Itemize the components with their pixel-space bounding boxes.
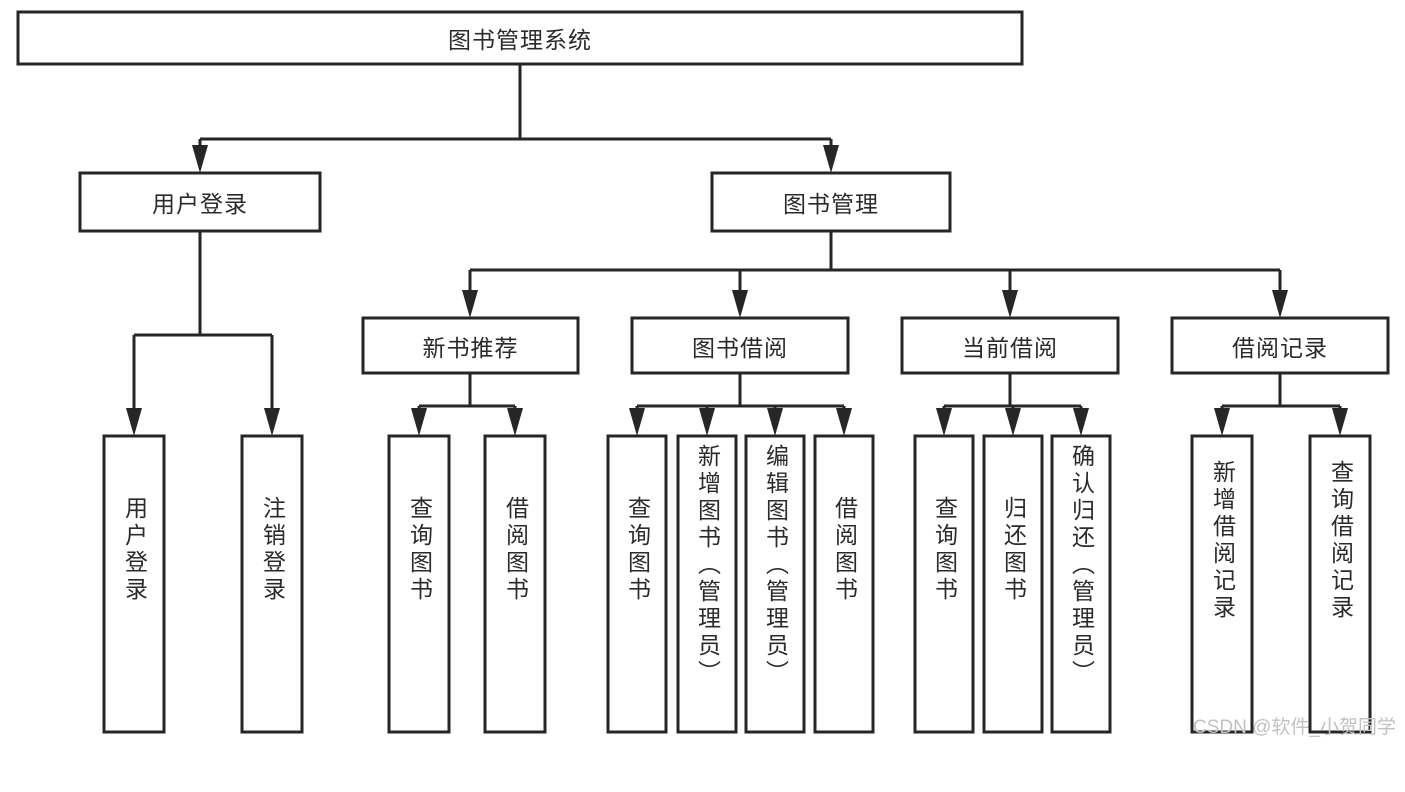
arrow-head-leaf-query-book-3 xyxy=(936,408,952,436)
arrow-head-leaf-borrow-book-2 xyxy=(836,408,852,436)
arrow-head-leaf-confirm-return xyxy=(1073,408,1089,436)
node-borrow-record[interactable] xyxy=(1170,316,1390,375)
arrow-head-leaf-edit-book xyxy=(767,408,783,436)
node-leaf-add-book[interactable] xyxy=(676,434,738,734)
node-leaf-query-record[interactable] xyxy=(1308,434,1372,734)
org-chart-svg xyxy=(16,10,1390,734)
node-leaf-user-login[interactable] xyxy=(102,434,166,734)
arrow-head-userlogin xyxy=(192,145,208,173)
node-root[interactable] xyxy=(16,10,1024,66)
node-leaf-query-book-1[interactable] xyxy=(387,434,451,734)
arrow-head-leaf-add-book xyxy=(699,408,715,436)
csdn-watermark: CSDN @软件_小贺同学 xyxy=(1193,717,1396,738)
arrow-head-leaf-user-login xyxy=(126,408,142,436)
connector-group-root xyxy=(192,64,839,173)
arrow-head-leaf-query-book-1 xyxy=(411,408,427,436)
connector-group-current-borrow xyxy=(936,373,1089,436)
arrow-head-current-borrow xyxy=(1002,290,1018,318)
node-book-borrow[interactable] xyxy=(630,316,850,375)
diagram-canvas: 图书管理系统 用户登录 图书管理 新书推荐 图书借阅 当前借阅 借阅记录 用户登… xyxy=(16,10,1396,738)
node-book-manage[interactable] xyxy=(710,171,952,233)
node-leaf-return-book[interactable] xyxy=(982,434,1044,734)
node-leaf-borrow-book-1[interactable] xyxy=(483,434,547,734)
connector-group-borrow-record xyxy=(1214,373,1348,436)
arrow-head-leaf-query-record xyxy=(1332,408,1348,436)
arrow-head-borrow-record xyxy=(1272,290,1288,318)
arrow-head-new-book-rec xyxy=(462,290,478,318)
arrow-head-leaf-add-record xyxy=(1214,408,1230,436)
node-leaf-logout[interactable] xyxy=(240,434,304,734)
node-new-book-rec[interactable] xyxy=(361,316,580,375)
node-leaf-confirm-return[interactable] xyxy=(1050,434,1112,734)
node-leaf-query-book-2[interactable] xyxy=(606,434,668,734)
node-user-login[interactable] xyxy=(78,171,322,233)
arrow-head-leaf-borrow-book-1 xyxy=(507,408,523,436)
arrow-head-bookmanage xyxy=(823,145,839,173)
arrow-head-leaf-query-book-2 xyxy=(629,408,645,436)
connector-group-book-borrow xyxy=(629,373,852,436)
node-leaf-query-book-3[interactable] xyxy=(913,434,975,734)
node-current-borrow[interactable] xyxy=(900,316,1120,375)
node-leaf-edit-book[interactable] xyxy=(744,434,806,734)
connector-group-new-book-rec xyxy=(411,373,523,436)
arrow-head-leaf-return-book xyxy=(1005,408,1021,436)
node-leaf-borrow-book-2[interactable] xyxy=(813,434,875,734)
arrow-head-book-borrow xyxy=(732,290,748,318)
node-leaf-add-record[interactable] xyxy=(1190,434,1254,734)
connector-group-user-login xyxy=(126,231,280,436)
arrow-head-leaf-logout xyxy=(264,408,280,436)
connector-group-book-manage xyxy=(462,231,1288,318)
